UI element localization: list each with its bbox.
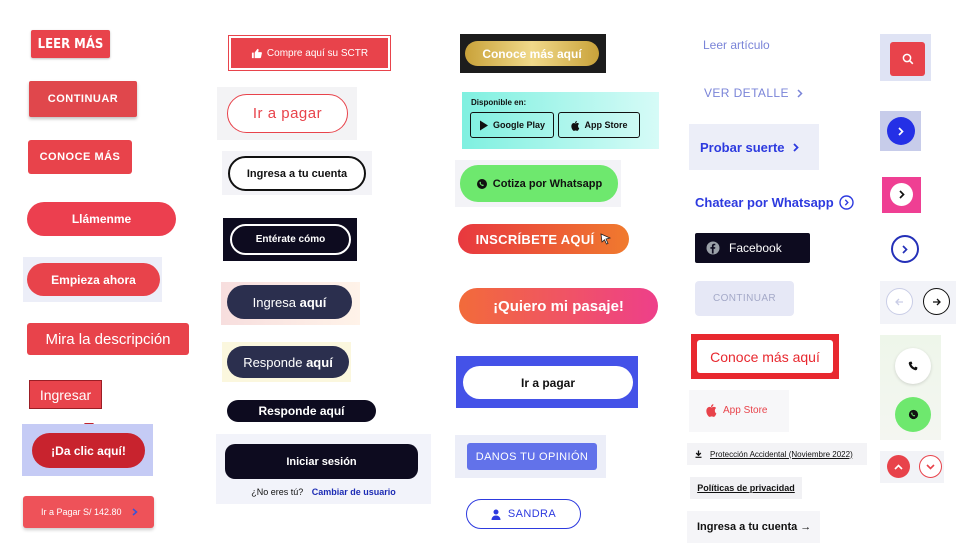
- next-arrow-button[interactable]: [923, 288, 950, 315]
- ir-a-pagar-white-button[interactable]: Ir a pagar: [463, 366, 633, 399]
- download-icon: [695, 450, 702, 458]
- scroll-down-button[interactable]: [919, 455, 942, 478]
- disponible-en-label: Disponible en:: [471, 98, 527, 107]
- whatsapp-fab-button[interactable]: [895, 397, 931, 432]
- search-icon: [902, 53, 914, 65]
- apple-icon: [705, 403, 717, 417]
- ingresa-aqui-label-b: aquí: [299, 294, 327, 310]
- google-play-button[interactable]: Google Play: [470, 112, 554, 138]
- enterate-button[interactable]: Entérate cómo: [230, 224, 351, 255]
- sandra-user-button[interactable]: SANDRA: [466, 499, 581, 529]
- chevron-up-icon: [894, 463, 903, 470]
- politicas-privacidad-link[interactable]: Políticas de privacidad: [690, 477, 802, 499]
- responde-aqui-button[interactable]: Responde aquí: [227, 346, 349, 378]
- cotiza-whatsapp-label: Cotiza por Whatsapp: [492, 177, 603, 190]
- continuar-button[interactable]: CONTINUAR: [29, 81, 137, 117]
- chevron-right-icon: [792, 142, 799, 152]
- ir-a-pagar-monto-label: Ir a Pagar S/ 142.80: [41, 507, 122, 517]
- facebook-label: Facebook: [729, 241, 782, 255]
- thumbs-up-icon: [251, 48, 262, 59]
- google-play-icon: [479, 120, 489, 131]
- facebook-button[interactable]: Facebook: [695, 233, 810, 263]
- google-play-label: Google Play: [492, 120, 545, 130]
- next-blue-button[interactable]: [887, 117, 915, 145]
- chevron-right-icon: [797, 88, 803, 98]
- responde-aqui-label-a: Responde: [243, 354, 307, 370]
- conoce-mas-gold-button[interactable]: Conoce más aquí: [465, 41, 599, 66]
- ir-a-pagar-monto-button[interactable]: Ir a Pagar S/ 142.80: [23, 496, 154, 528]
- inscribete-label: INSCRÍBETE AQUÍ: [475, 231, 595, 247]
- ingresa-aqui-button[interactable]: Ingresa aquí: [227, 285, 352, 319]
- app-store-red-backdrop: [689, 390, 789, 432]
- proteccion-download-link[interactable]: Protección Accidental (Noviembre 2022): [687, 443, 867, 465]
- app-download-panel: [462, 92, 659, 149]
- chevron-down-icon: [926, 463, 935, 470]
- iniciar-sesion-button[interactable]: Iniciar sesión: [225, 444, 418, 479]
- cotiza-whatsapp-button[interactable]: Cotiza por Whatsapp: [460, 165, 618, 202]
- chevron-right-icon: [132, 508, 138, 516]
- app-store-button[interactable]: App Store: [558, 112, 640, 138]
- phone-icon: [908, 361, 918, 371]
- leer-articulo-link[interactable]: Leer artículo: [703, 38, 770, 52]
- apple-icon: [570, 120, 580, 131]
- danos-opinion-button[interactable]: DANOS TU OPINIÓN: [467, 443, 597, 470]
- whatsapp-icon: [476, 178, 488, 190]
- sandra-label: SANDRA: [507, 508, 557, 520]
- leer-mas-button[interactable]: LEER MÁS: [31, 30, 110, 58]
- arrow-left-icon: [895, 298, 904, 306]
- responde-aqui-dark-button[interactable]: Responde aquí: [227, 400, 376, 422]
- llamenme-button[interactable]: Llámenme: [27, 202, 176, 236]
- ingresa-cuenta-link-backdrop: [687, 511, 820, 543]
- whatsapp-icon: [908, 409, 919, 420]
- chevron-right-icon: [902, 244, 908, 254]
- politicas-label: Políticas de privacidad: [697, 483, 795, 493]
- no-eres-tu-line: ¿No eres tú? Cambiar de usuario: [216, 487, 431, 497]
- chatear-whatsapp-label: Chatear por Whatsapp: [695, 194, 834, 210]
- facebook-icon: [706, 241, 720, 255]
- ver-detalle-link[interactable]: VER DETALLE: [704, 85, 803, 101]
- probar-suerte-label: Probar suerte: [700, 139, 785, 155]
- arrow-right-icon: [932, 298, 941, 306]
- app-store-red-label: App Store: [723, 404, 768, 416]
- ir-a-pagar-outline-button[interactable]: Ir a pagar: [227, 94, 348, 133]
- mira-descripcion-button[interactable]: Mira la descripción: [27, 323, 189, 355]
- ingresa-cuenta-button[interactable]: Ingresa a tu cuenta: [228, 156, 366, 191]
- inscribete-button[interactable]: INSCRÍBETE AQUÍ: [458, 224, 629, 254]
- proteccion-label: Protección Accidental (Noviembre 2022): [710, 449, 853, 459]
- app-store-red-link[interactable]: App Store: [705, 402, 767, 418]
- prev-arrow-button[interactable]: [886, 288, 913, 315]
- responde-aqui-label-b: aquí: [306, 354, 333, 370]
- conoce-mas-button[interactable]: CONOCE MÁS: [28, 140, 132, 174]
- empieza-ahora-button[interactable]: Empieza ahora: [27, 263, 160, 296]
- conoce-mas-white-button[interactable]: Conoce más aquí: [697, 340, 833, 373]
- next-outline-button[interactable]: [891, 235, 919, 263]
- ingresar-button[interactable]: Ingresar: [29, 380, 102, 409]
- ver-detalle-label: VER DETALLE: [704, 86, 789, 100]
- search-button[interactable]: [890, 42, 925, 76]
- scroll-up-button[interactable]: [887, 455, 910, 478]
- no-eres-tu-text: ¿No eres tú?: [251, 487, 304, 497]
- cursor-icon: [600, 233, 612, 245]
- cambiar-usuario-link[interactable]: Cambiar de usuario: [311, 487, 396, 497]
- chatear-whatsapp-link[interactable]: Chatear por Whatsapp: [695, 193, 854, 211]
- continuar-disabled-button[interactable]: CONTINUAR: [695, 281, 794, 316]
- app-store-label: App Store: [584, 120, 628, 130]
- ingresa-cuenta-link[interactable]: Ingresa a tu cuenta →: [697, 521, 812, 533]
- ingresa-aqui-label-a: Ingresa: [252, 294, 300, 310]
- chevron-right-circle-icon: [838, 194, 854, 210]
- sctr-button[interactable]: Compre aquí su SCTR: [228, 35, 391, 71]
- chevron-right-icon: [898, 126, 904, 136]
- da-clic-button[interactable]: ¡Da clic aquí!: [32, 433, 145, 468]
- probar-suerte-button[interactable]: Probar suerte: [689, 124, 819, 170]
- phone-fab-button[interactable]: [895, 348, 931, 384]
- user-icon: [491, 509, 501, 520]
- chevron-right-icon: [898, 190, 905, 199]
- quiero-pasaje-button[interactable]: ¡Quiero mi pasaje!: [459, 288, 658, 324]
- next-pink-button[interactable]: [890, 183, 913, 206]
- sctr-label: Compre aquí su SCTR: [266, 47, 369, 59]
